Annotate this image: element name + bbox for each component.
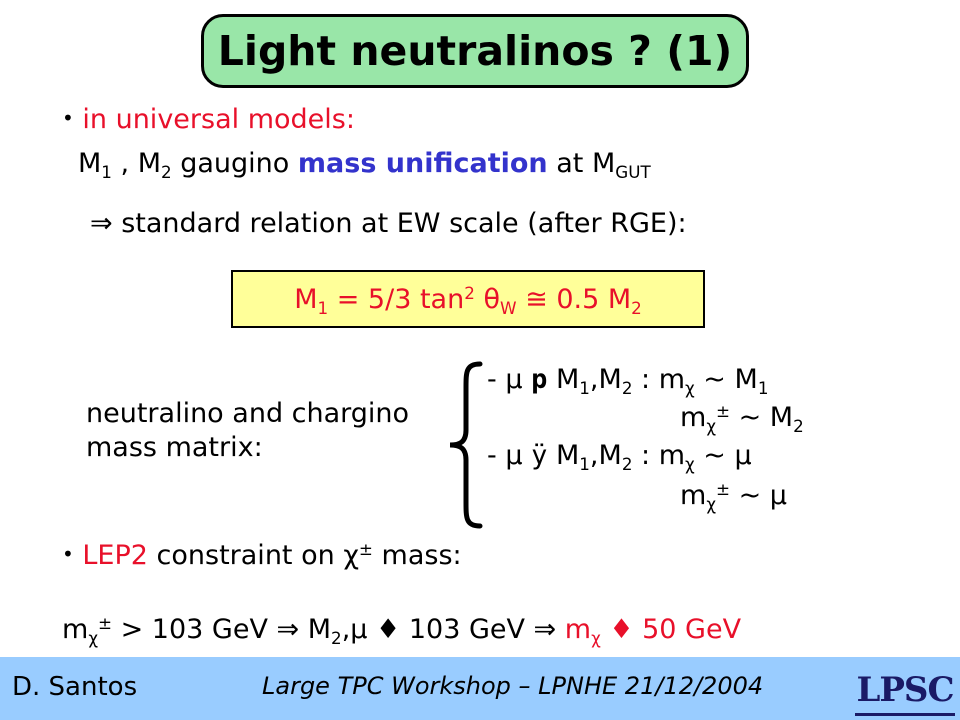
sep-text: , M bbox=[111, 148, 161, 179]
slide-title: Light neutralinos ? (1) bbox=[201, 14, 749, 88]
case1-line1: - μ p M1,M2 : mχ ~ M1 bbox=[487, 364, 769, 398]
m1-symbol: M bbox=[78, 148, 102, 179]
case1-line2: mχ± ~ M2 bbox=[680, 400, 804, 436]
m1-sub: 1 bbox=[101, 161, 112, 182]
much-greater-symbol: ÿ bbox=[531, 440, 548, 471]
formula-text: M1 = 5/3 tan2 θW ≅ 0.5 M2 bbox=[294, 282, 642, 318]
footer-bar bbox=[0, 657, 960, 720]
at-text: at M bbox=[547, 148, 616, 179]
implies-arrow-2: ⇒ bbox=[533, 614, 557, 645]
lpsc-logo: LPSC bbox=[855, 671, 955, 716]
case2-line1: - μ ÿ M1,M2 : mχ ~ μ bbox=[487, 440, 752, 474]
diamond-symbol-1: ♦ bbox=[376, 614, 401, 645]
case2-line2: mχ± ~ μ bbox=[680, 478, 787, 514]
m2-sub: 2 bbox=[161, 161, 172, 182]
bullet-heading: in universal models: bbox=[82, 104, 355, 135]
bullet-universal: • in universal models: bbox=[62, 104, 355, 135]
bullet-lep2: • LEP2 constraint on χ± mass: bbox=[62, 540, 462, 571]
lep2-text: LEP2 bbox=[82, 540, 148, 571]
left-brace bbox=[449, 361, 483, 529]
author-name: D. Santos bbox=[12, 672, 138, 702]
workshop-info: Large TPC Workshop – LPNHE 21/12/2004 bbox=[262, 672, 764, 700]
implication-line: ⇒ standard relation at EW scale (after R… bbox=[90, 208, 687, 239]
formula-box: M1 = 5/3 tan2 θW ≅ 0.5 M2 bbox=[231, 270, 705, 328]
diamond-symbol-2: ♦ bbox=[600, 614, 634, 645]
bullet-dot: • bbox=[62, 542, 74, 566]
constraint-text: constraint on bbox=[147, 540, 344, 571]
title-text: Light neutralinos ? (1) bbox=[217, 27, 733, 75]
mass-text: mass: bbox=[372, 540, 462, 571]
implies-arrow: ⇒ bbox=[90, 208, 113, 239]
mass-unification-highlight: mass unification bbox=[297, 148, 548, 179]
matrix-label-line2: mass matrix: bbox=[86, 432, 263, 463]
unification-line: M1 , M2 gaugino mass unification at MGUT bbox=[78, 148, 651, 182]
matrix-label-line1: neutralino and chargino bbox=[86, 398, 410, 429]
pm-sup: ± bbox=[358, 538, 373, 559]
implication-text: standard relation at EW scale (after RGE… bbox=[121, 208, 687, 239]
much-less-symbol: p bbox=[531, 364, 548, 395]
implies-arrow-1: ⇒ bbox=[276, 614, 300, 645]
result-line: mχ± > 103 GeV ⇒ M2,μ ♦ 103 GeV ⇒ mχ ♦ 50… bbox=[62, 612, 742, 648]
gut-sub: GUT bbox=[615, 161, 651, 182]
bullet-dot: • bbox=[62, 106, 74, 130]
gaugino-text: gaugino bbox=[171, 148, 298, 179]
chi-symbol: χ bbox=[343, 540, 359, 571]
